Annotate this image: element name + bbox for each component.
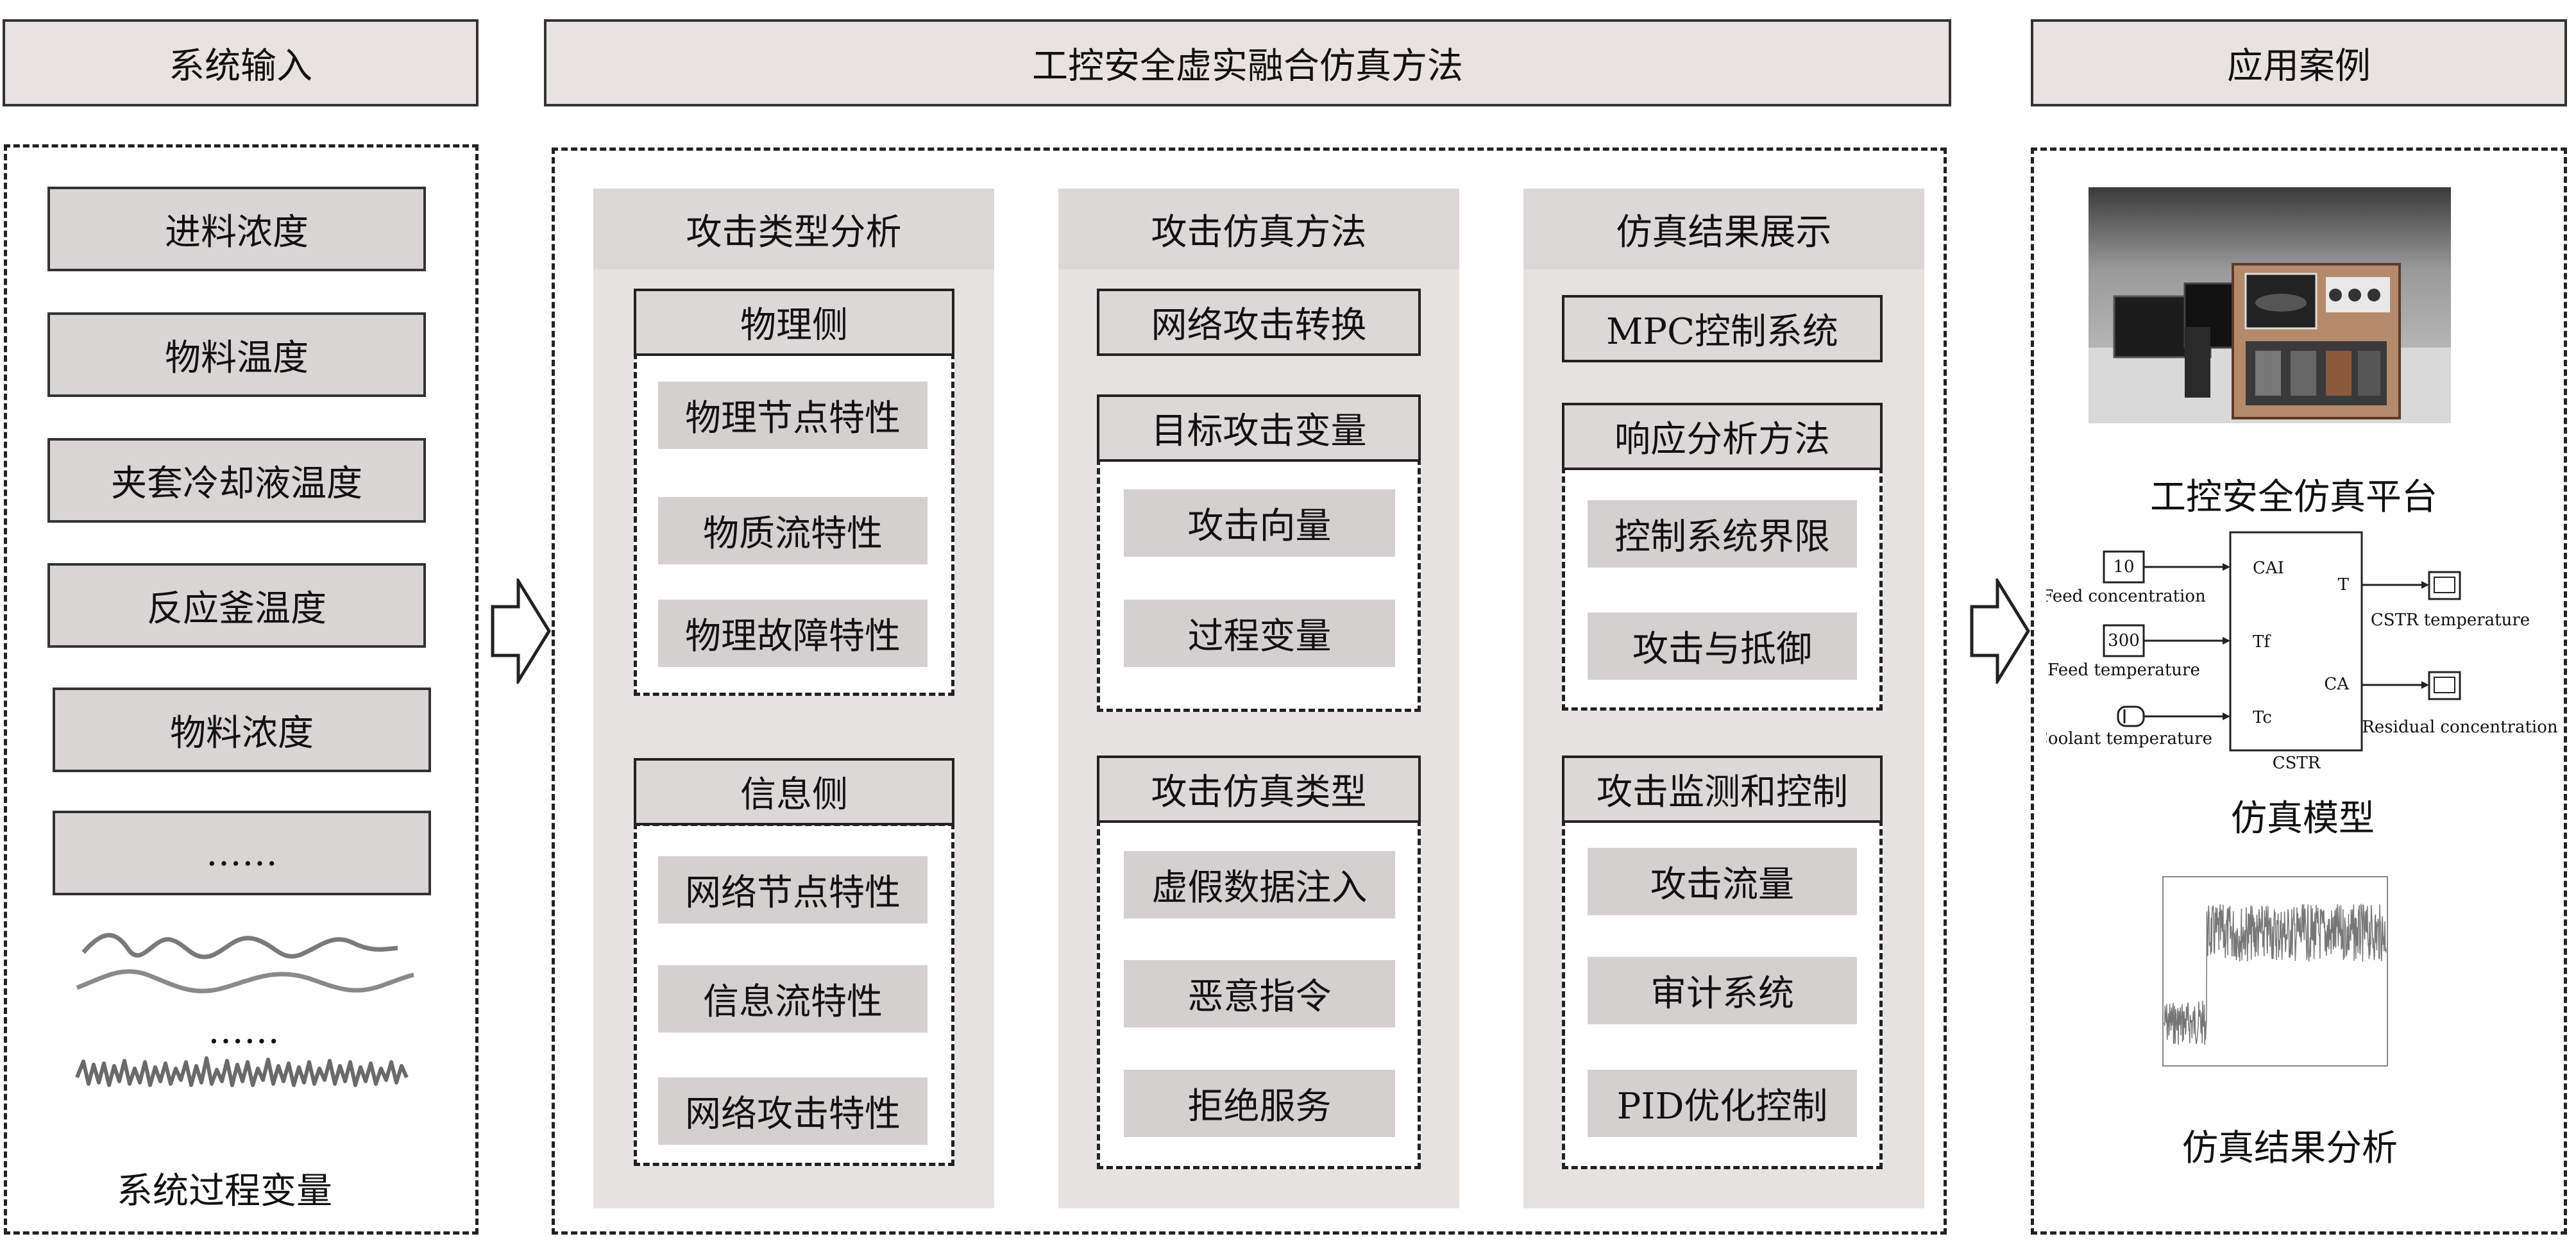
header-system-input: 系统输入 — [3, 19, 479, 106]
feature-item: 审计系统 — [1588, 957, 1857, 1024]
input-value: 10 — [2113, 557, 2134, 577]
feature-item: 控制系统界限 — [1588, 500, 1857, 568]
feature-item: 网络节点特性 — [658, 856, 928, 924]
feature-item: 信息流特性 — [658, 965, 928, 1033]
group-title-physical: 物理侧 — [634, 289, 954, 356]
input-label: Feed temperature — [2047, 661, 2200, 680]
port-label: Tc — [2253, 708, 2272, 727]
mid-ellipsis: …… — [208, 1009, 280, 1052]
feature-item: 攻击向量 — [1124, 489, 1395, 557]
header-method: 工控安全虚实融合仿真方法 — [544, 19, 1951, 106]
group-title-simulation-types: 攻击仿真类型 — [1097, 756, 1421, 823]
header-application: 应用案例 — [2031, 19, 2567, 106]
simulation-model-diagram: 10 Feed concentration 300 Feed temperatu… — [2046, 531, 2558, 773]
column-title: 仿真结果展示 — [1523, 189, 1924, 269]
feature-item: 过程变量 — [1124, 600, 1395, 667]
process-signals-graphic — [75, 933, 414, 1087]
output-label: CSTR temperature — [2371, 611, 2530, 630]
network-attack-conversion: 网络攻击转换 — [1097, 289, 1421, 356]
feature-item: 网络攻击特性 — [658, 1077, 928, 1145]
feature-item: 物质流特性 — [658, 497, 928, 564]
group-title-attack-monitoring: 攻击监测和控制 — [1562, 756, 1883, 823]
input-box: …… — [53, 811, 431, 895]
feature-item: 虚假数据注入 — [1124, 851, 1395, 918]
output-label: Residual concentration — [2362, 718, 2558, 737]
input-label: Coolant temperature — [2046, 729, 2212, 748]
group-title-target-variables: 目标攻击变量 — [1097, 394, 1421, 462]
platform-caption: 工控安全仿真平台 — [2150, 476, 2437, 518]
feature-item: PID优化控制 — [1588, 1070, 1857, 1137]
feature-item: 物理节点特性 — [658, 382, 928, 449]
input-value: 300 — [2108, 631, 2140, 650]
column-title: 攻击类型分析 — [593, 189, 994, 269]
input-box: 反应釜温度 — [47, 563, 426, 648]
port-label: CAI — [2253, 559, 2284, 578]
method-section — [552, 148, 1947, 1235]
mpc-control-system: MPC控制系统 — [1562, 295, 1883, 362]
feature-item: 物理故障特性 — [658, 600, 928, 667]
feature-item: 恶意指令 — [1124, 960, 1395, 1027]
group-title-information: 信息侧 — [634, 758, 954, 825]
column-title: 攻击仿真方法 — [1058, 189, 1459, 269]
port-label: Tf — [2253, 632, 2271, 652]
result-caption: 仿真结果分析 — [2182, 1127, 2398, 1169]
result-trace — [2164, 903, 2387, 1045]
port-label: T — [2338, 575, 2350, 595]
group-title-response-analysis: 响应分析方法 — [1562, 403, 1883, 470]
port-label: CA — [2324, 675, 2350, 694]
input-label: Feed concentration — [2046, 587, 2206, 606]
model-caption: 仿真模型 — [2231, 797, 2375, 840]
feature-item: 攻击与抵御 — [1588, 612, 1857, 680]
input-section — [4, 144, 479, 1235]
input-box: 物料温度 — [47, 312, 426, 397]
feature-item: 拒绝服务 — [1124, 1070, 1395, 1137]
input-box: 进料浓度 — [47, 187, 426, 271]
process-variables-caption: 系统过程变量 — [117, 1170, 332, 1212]
application-section — [2031, 148, 2567, 1235]
flow-arrow-right-icon — [1970, 578, 2030, 684]
input-box: 物料浓度 — [53, 688, 431, 772]
flow-arrow-right-icon — [491, 578, 551, 684]
feature-item: 攻击流量 — [1588, 848, 1857, 915]
platform-photo — [2089, 187, 2451, 423]
result-plot — [2162, 876, 2388, 1067]
input-box: 夹套冷却液温度 — [47, 438, 426, 523]
block-name: CSTR — [2273, 754, 2321, 773]
